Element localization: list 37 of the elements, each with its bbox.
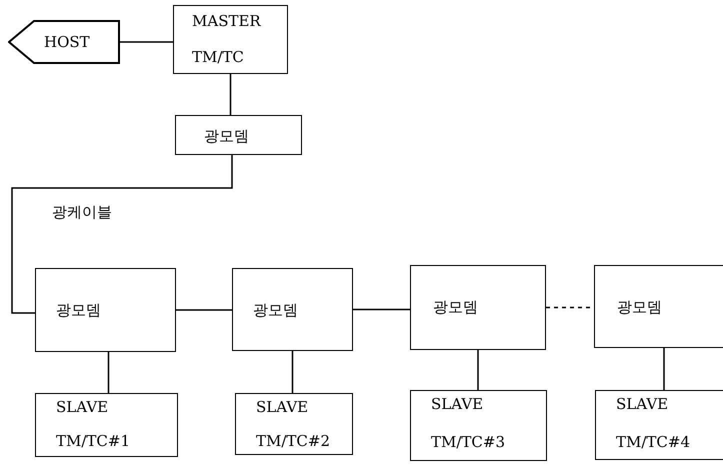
device-box: [235, 393, 353, 455]
box-text: 광모뎀: [56, 301, 101, 319]
connector-line: [663, 348, 665, 390]
box-text: SLAVE: [616, 395, 668, 413]
device-box: [35, 268, 176, 352]
device-box: [595, 390, 723, 460]
device-box: [410, 390, 547, 461]
box-text: SLAVE: [256, 398, 308, 416]
box-text: 광모뎀: [433, 298, 478, 316]
connector-line: [120, 41, 173, 43]
box-text: 광모뎀: [253, 301, 298, 319]
host-pointer-shape: [8, 20, 120, 64]
device-box: [232, 268, 353, 351]
device-box: [594, 265, 723, 348]
device-box: [35, 393, 178, 457]
box-text: TM/TC#4: [616, 433, 690, 451]
connector-line: [230, 74, 232, 115]
box-text: TM/TC#2: [256, 432, 330, 450]
box-text: HOST: [44, 33, 90, 51]
box-text: TM/TC#1: [56, 432, 130, 450]
connector-line: [108, 352, 110, 393]
box-text: 광모뎀: [617, 298, 662, 316]
connector-line: [477, 350, 479, 390]
box-text: SLAVE: [431, 395, 484, 413]
device-box: [410, 265, 546, 350]
connector-line: [292, 351, 294, 393]
box-text: TM/TC: [192, 48, 244, 66]
box-text: 광모뎀: [204, 127, 249, 145]
device-box: [175, 115, 302, 155]
box-text: TM/TC#3: [431, 433, 506, 451]
edge-label: 광케이블: [50, 203, 114, 221]
connector-line: [353, 308, 410, 310]
device-box: [173, 5, 288, 74]
connector-line: [11, 155, 233, 314]
box-text: SLAVE: [56, 398, 108, 416]
box-text: MASTER: [192, 12, 261, 30]
connector-line: [176, 309, 232, 311]
